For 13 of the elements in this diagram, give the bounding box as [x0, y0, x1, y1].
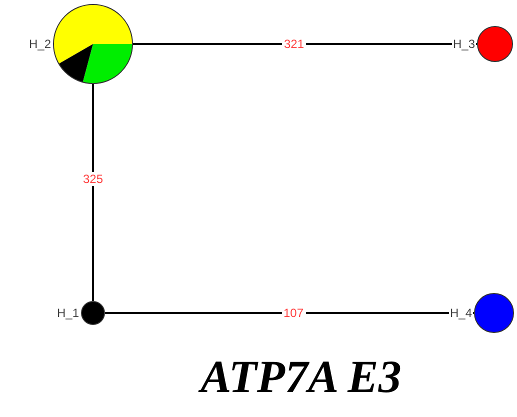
pie-chart-node [53, 4, 133, 84]
haplotype-circle [477, 26, 513, 62]
node-label: H_4 [448, 306, 473, 320]
node-label: H_2 [28, 37, 52, 51]
node-label: H_3 [452, 37, 476, 51]
edge-label: 321 [282, 37, 306, 51]
haplotype-circle [474, 293, 514, 333]
haplotype-circle [81, 301, 105, 325]
edge-label: 107 [281, 306, 306, 320]
diagram-title: ATP7A E3 [200, 351, 402, 402]
connector-line [92, 84, 94, 301]
edge-label: 325 [80, 172, 106, 186]
node-label: H_1 [56, 306, 80, 320]
